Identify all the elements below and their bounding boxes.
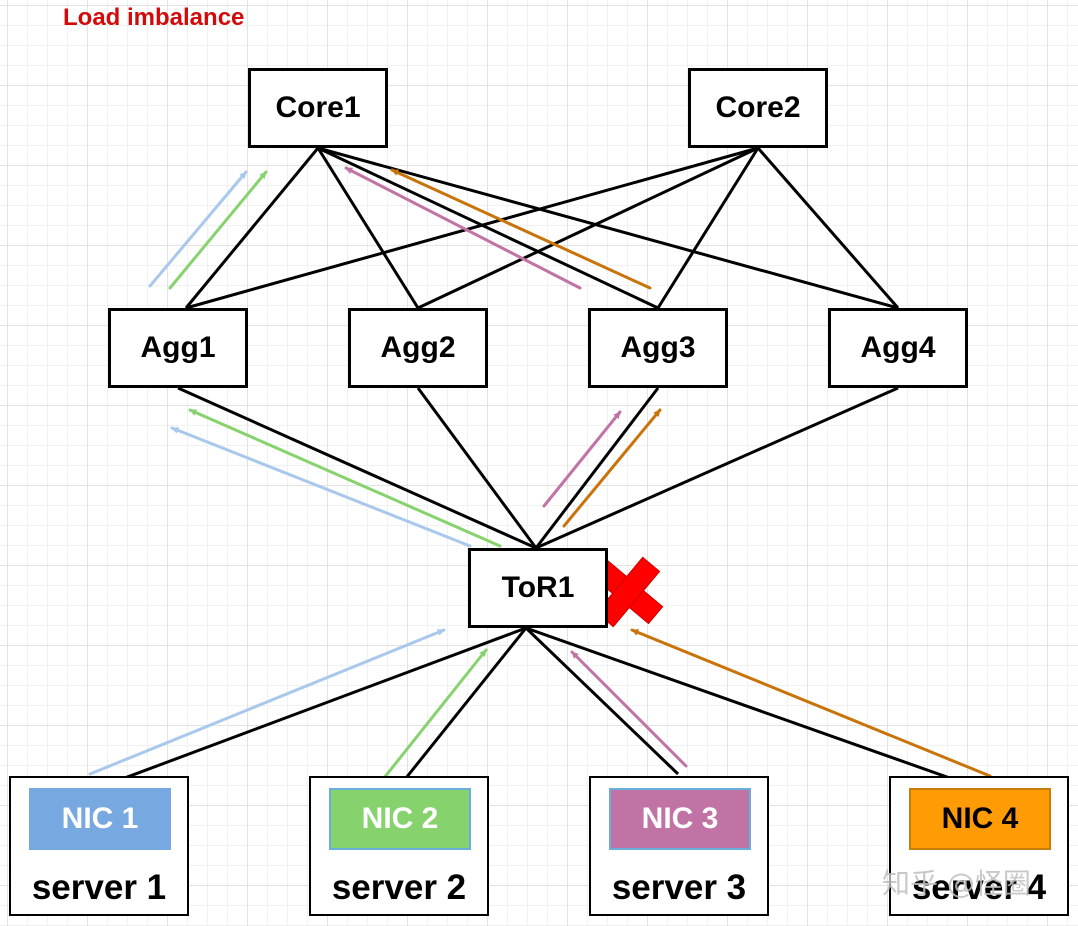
node-core2: Core2: [688, 68, 828, 148]
server-label-4: server 4: [911, 868, 1047, 907]
flow4-agg3-to-core1: [390, 168, 652, 290]
node-core1: Core1: [248, 68, 388, 148]
tor-server-links: [97, 626, 979, 790]
node-agg3: Agg3: [588, 308, 728, 388]
link-core1-agg2: [316, 147, 420, 309]
server-box-2: NIC 2 server 2: [309, 776, 489, 916]
nic-1: NIC 1: [29, 788, 171, 850]
link-agg4-tor1: [535, 386, 899, 550]
flow1-server1-to-tor1: [88, 628, 446, 776]
link-tor1-server3: [524, 626, 680, 776]
flow4-tor1-to-agg3: [562, 408, 662, 528]
flow1-agg1-to-core1: [148, 170, 248, 288]
server-box-1: NIC 1 server 1: [9, 776, 189, 916]
link-core2-agg1: [185, 146, 759, 310]
server-label-1: server 1: [31, 868, 167, 907]
link-core1-agg4: [317, 146, 899, 310]
link-core1-agg1: [184, 147, 320, 309]
agg-tor-links: [177, 386, 899, 550]
link-agg2-tor1: [416, 387, 538, 549]
flow-arrows: [88, 166, 992, 780]
core-agg-links: [184, 146, 900, 310]
flow3-agg3-to-core1: [344, 166, 582, 290]
server-box-4: NIC 4 server 4: [889, 776, 1069, 916]
flow2-server2-to-tor1: [382, 648, 488, 780]
link-tor1-server2: [396, 627, 528, 789]
flow1-tor1-to-agg1: [170, 426, 472, 548]
flow3-tor1-to-agg3: [542, 410, 622, 508]
link-core2-agg2: [417, 146, 759, 310]
node-agg4: Agg4: [828, 308, 968, 388]
link-tor1-server4: [525, 626, 979, 790]
link-core1-agg3: [317, 146, 659, 310]
server-box-3: NIC 3 server 3: [589, 776, 769, 916]
flow4-server4-to-tor1: [630, 628, 992, 778]
server-label-3: server 3: [611, 868, 747, 907]
watermark: 知乎 @怪圈: [882, 867, 1031, 900]
node-tor1: ToR1: [468, 548, 608, 628]
flow2-tor1-to-agg1: [188, 408, 502, 548]
link-tor1-server1: [97, 626, 527, 790]
link-agg1-tor1: [177, 386, 537, 550]
server-label-2: server 2: [331, 868, 467, 907]
nic-4: NIC 4: [909, 788, 1051, 850]
nic-2: NIC 2: [329, 788, 471, 850]
node-agg1: Agg1: [108, 308, 248, 388]
flow2-agg1-to-core1: [168, 170, 268, 290]
link-core2-agg4: [756, 147, 900, 309]
flow3-server3-to-tor1: [570, 650, 688, 768]
diagram-title: Load imbalance: [63, 4, 245, 31]
link-core2-agg3: [656, 147, 760, 309]
nic-3: NIC 3: [609, 788, 751, 850]
link-agg3-tor1: [534, 387, 660, 549]
node-agg2: Agg2: [348, 308, 488, 388]
